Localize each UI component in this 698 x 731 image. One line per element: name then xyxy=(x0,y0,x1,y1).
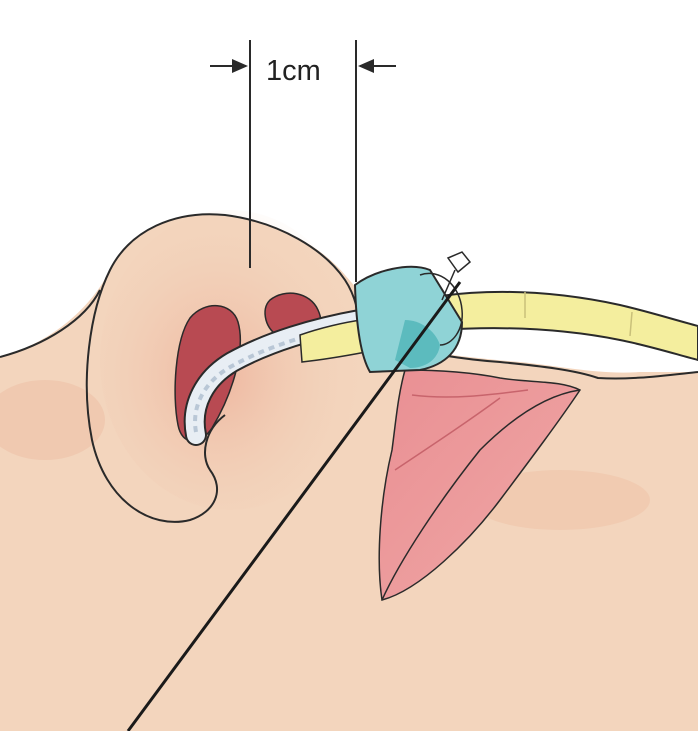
yellow-tube xyxy=(440,292,698,360)
arrow-right-icon xyxy=(358,59,396,73)
measurement-label: 1cm xyxy=(266,55,321,87)
arrow-left-icon xyxy=(210,59,248,73)
